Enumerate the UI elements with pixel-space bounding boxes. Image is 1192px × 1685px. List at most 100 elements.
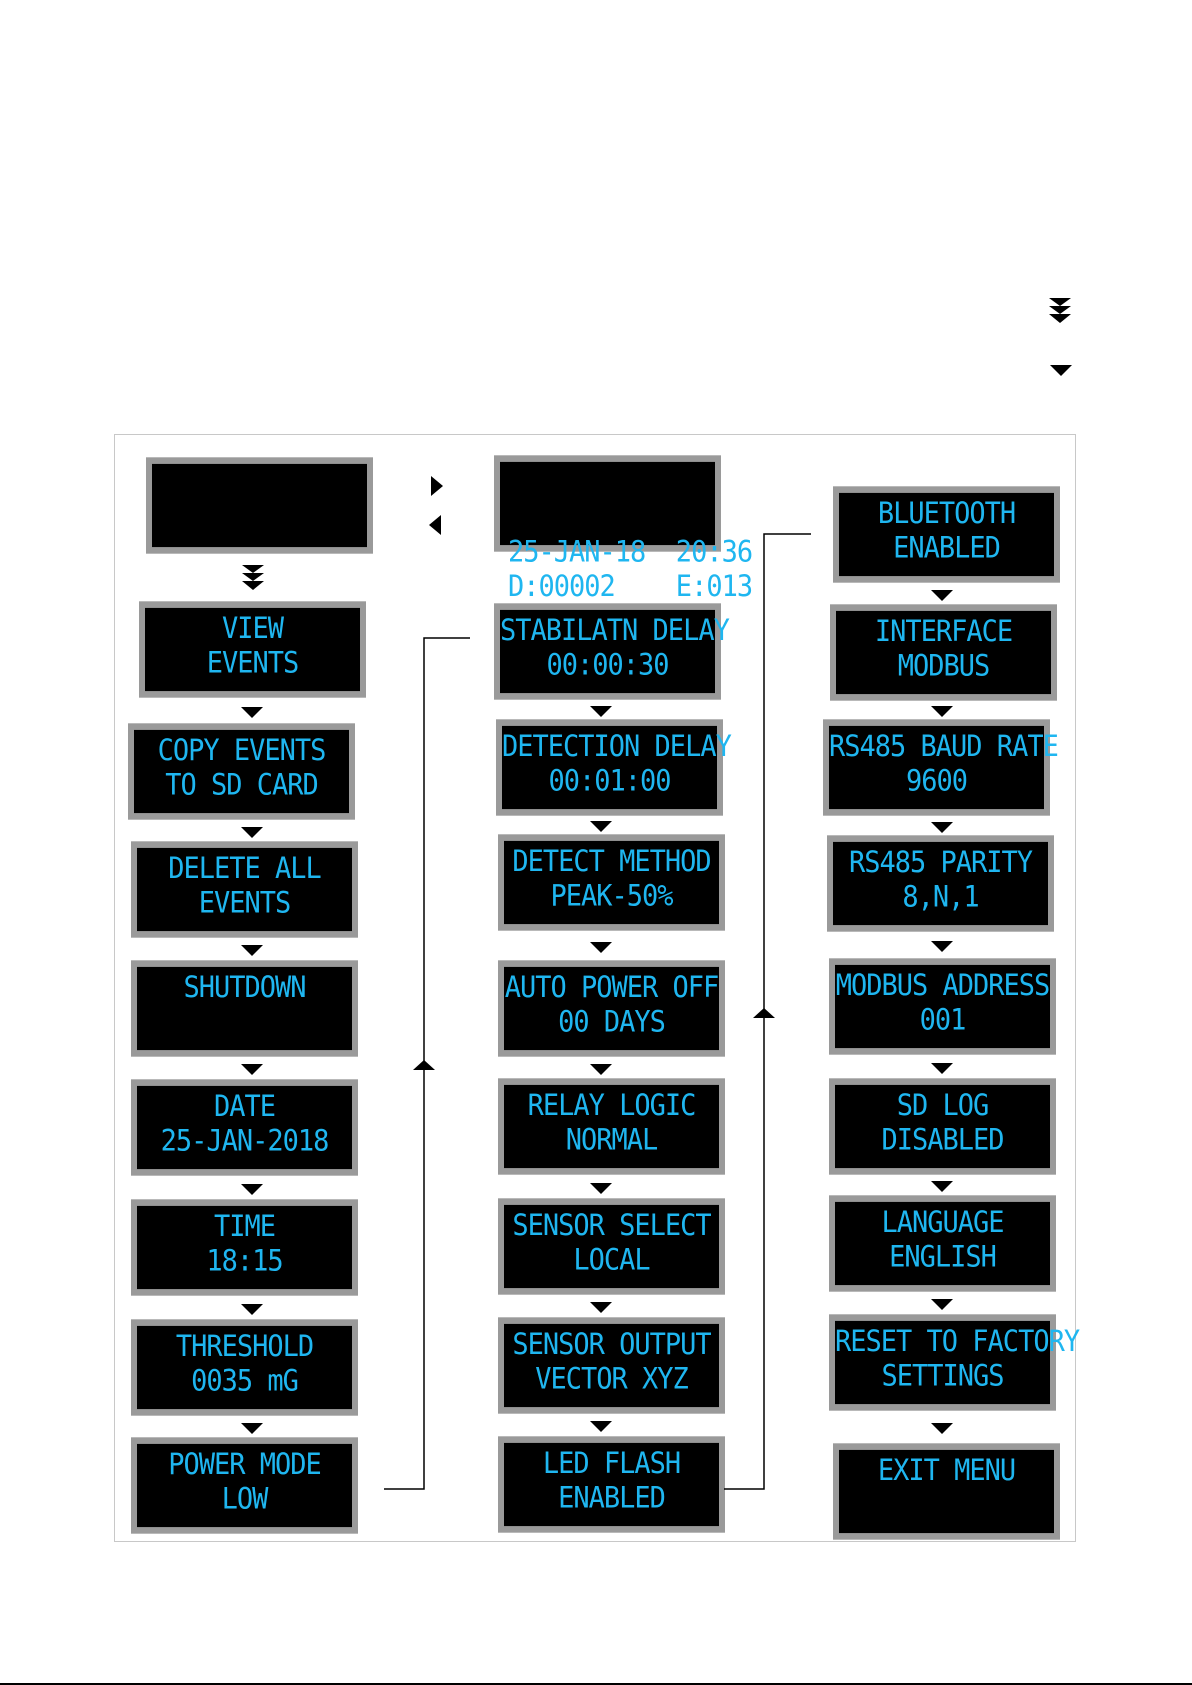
display-line: VECTOR XYZ xyxy=(535,1362,689,1397)
page-bottom-rule xyxy=(0,1683,1192,1685)
down-arrow-icon xyxy=(930,820,954,839)
down-arrow-icon xyxy=(589,1062,613,1081)
double-down-arrow-icon xyxy=(1047,296,1073,330)
down-arrow-icon xyxy=(240,1182,264,1201)
down-arrow-icon xyxy=(930,704,954,723)
right-arrow-icon xyxy=(430,475,444,501)
display-line: 00:01:00 xyxy=(548,764,671,799)
display-line: MODBUS ADDRESS xyxy=(835,969,1051,1003)
up-arrow-icon xyxy=(413,1060,435,1070)
up-arrow-icon xyxy=(753,1008,775,1018)
down-arrow-icon xyxy=(240,1421,264,1440)
down-arrow-icon xyxy=(930,1421,954,1440)
display-line: INTERFACE xyxy=(874,615,1013,649)
left-arrow-icon xyxy=(428,514,442,540)
down-arrow-icon xyxy=(589,819,613,838)
display-line: 00 DAYS xyxy=(558,1005,666,1040)
double-down-arrow-icon xyxy=(240,563,266,597)
display-line: ENABLED xyxy=(893,531,1001,566)
down-arrow-icon xyxy=(240,705,264,724)
menu-diagram-frame xyxy=(114,434,1076,1542)
down-arrow-icon xyxy=(589,940,613,959)
down-arrow-icon xyxy=(589,1181,613,1200)
display-line: MODBUS xyxy=(897,649,991,684)
display-line: PEAK-50% xyxy=(550,879,673,914)
column1-display-4: SHUTDOWN xyxy=(131,960,358,1057)
down-arrow-icon xyxy=(930,1179,954,1198)
down-arrow-icon xyxy=(589,1300,613,1319)
down-arrow-icon xyxy=(589,1419,613,1438)
column3-display-9: EXIT MENU xyxy=(833,1443,1060,1540)
down-arrow-icon xyxy=(240,1062,264,1081)
display-line: TO SD CARD xyxy=(165,768,319,803)
display-line: 001 xyxy=(919,1003,967,1038)
display-line: 8,N,1 xyxy=(902,880,979,915)
display-line: 0035 mG xyxy=(191,1364,299,1399)
display-line: LANGUAGE xyxy=(881,1206,1004,1240)
display-line: EVENTS xyxy=(206,646,300,681)
down-arrow-icon xyxy=(930,1297,954,1316)
display-line: ENABLED xyxy=(558,1481,666,1516)
display-line: LED FLASH xyxy=(542,1447,681,1481)
display-line: SENSOR OUTPUT xyxy=(512,1328,711,1362)
display-line: AUTO POWER OFF xyxy=(504,971,720,1005)
display-line: DETECT METHOD xyxy=(512,845,711,879)
display-line: SHUTDOWN xyxy=(183,971,306,1005)
down-arrow-icon xyxy=(589,704,613,723)
down-arrow-icon xyxy=(930,588,954,607)
display-line: POWER MODE xyxy=(168,1448,322,1482)
display-line: 25-JAN-2018 xyxy=(160,1124,330,1159)
down-arrow-icon xyxy=(240,943,264,962)
display-line: DATE xyxy=(213,1090,276,1124)
display-line: 00:00:30 xyxy=(546,648,669,683)
display-line: SD LOG xyxy=(896,1089,990,1123)
display-line: 9600 xyxy=(905,764,968,799)
display-line: VIEW xyxy=(221,612,284,646)
display-line: ENGLISH xyxy=(889,1240,997,1275)
display-line: EVENTS xyxy=(198,886,292,921)
down-arrow-icon xyxy=(930,1061,954,1080)
display-line: RS485 PARITY xyxy=(848,846,1033,880)
display-line: 18:15 xyxy=(206,1244,283,1279)
down-arrow-icon xyxy=(240,1302,264,1321)
display-line: RELAY LOGIC xyxy=(527,1089,697,1123)
display-line: COPY EVENTS xyxy=(157,734,327,768)
display-line: DELETE ALL xyxy=(168,852,322,886)
display-line: DISABLED xyxy=(881,1123,1004,1158)
display-line: THRESHOLD xyxy=(175,1330,314,1364)
display-line: SETTINGS xyxy=(881,1359,1004,1394)
display-line: RS485 BAUD RATE xyxy=(829,730,1059,764)
display-line: LOW xyxy=(221,1482,269,1517)
display-line: NORMAL xyxy=(565,1123,659,1158)
display-line: EXIT MENU xyxy=(877,1454,1016,1488)
display-line: TIME xyxy=(213,1210,276,1244)
display-line: LOCAL xyxy=(573,1243,650,1278)
home-blank-display xyxy=(146,457,373,554)
down-arrow-icon xyxy=(1049,363,1073,382)
display-line: BLUETOOTH xyxy=(877,497,1016,531)
down-arrow-icon xyxy=(240,825,264,844)
